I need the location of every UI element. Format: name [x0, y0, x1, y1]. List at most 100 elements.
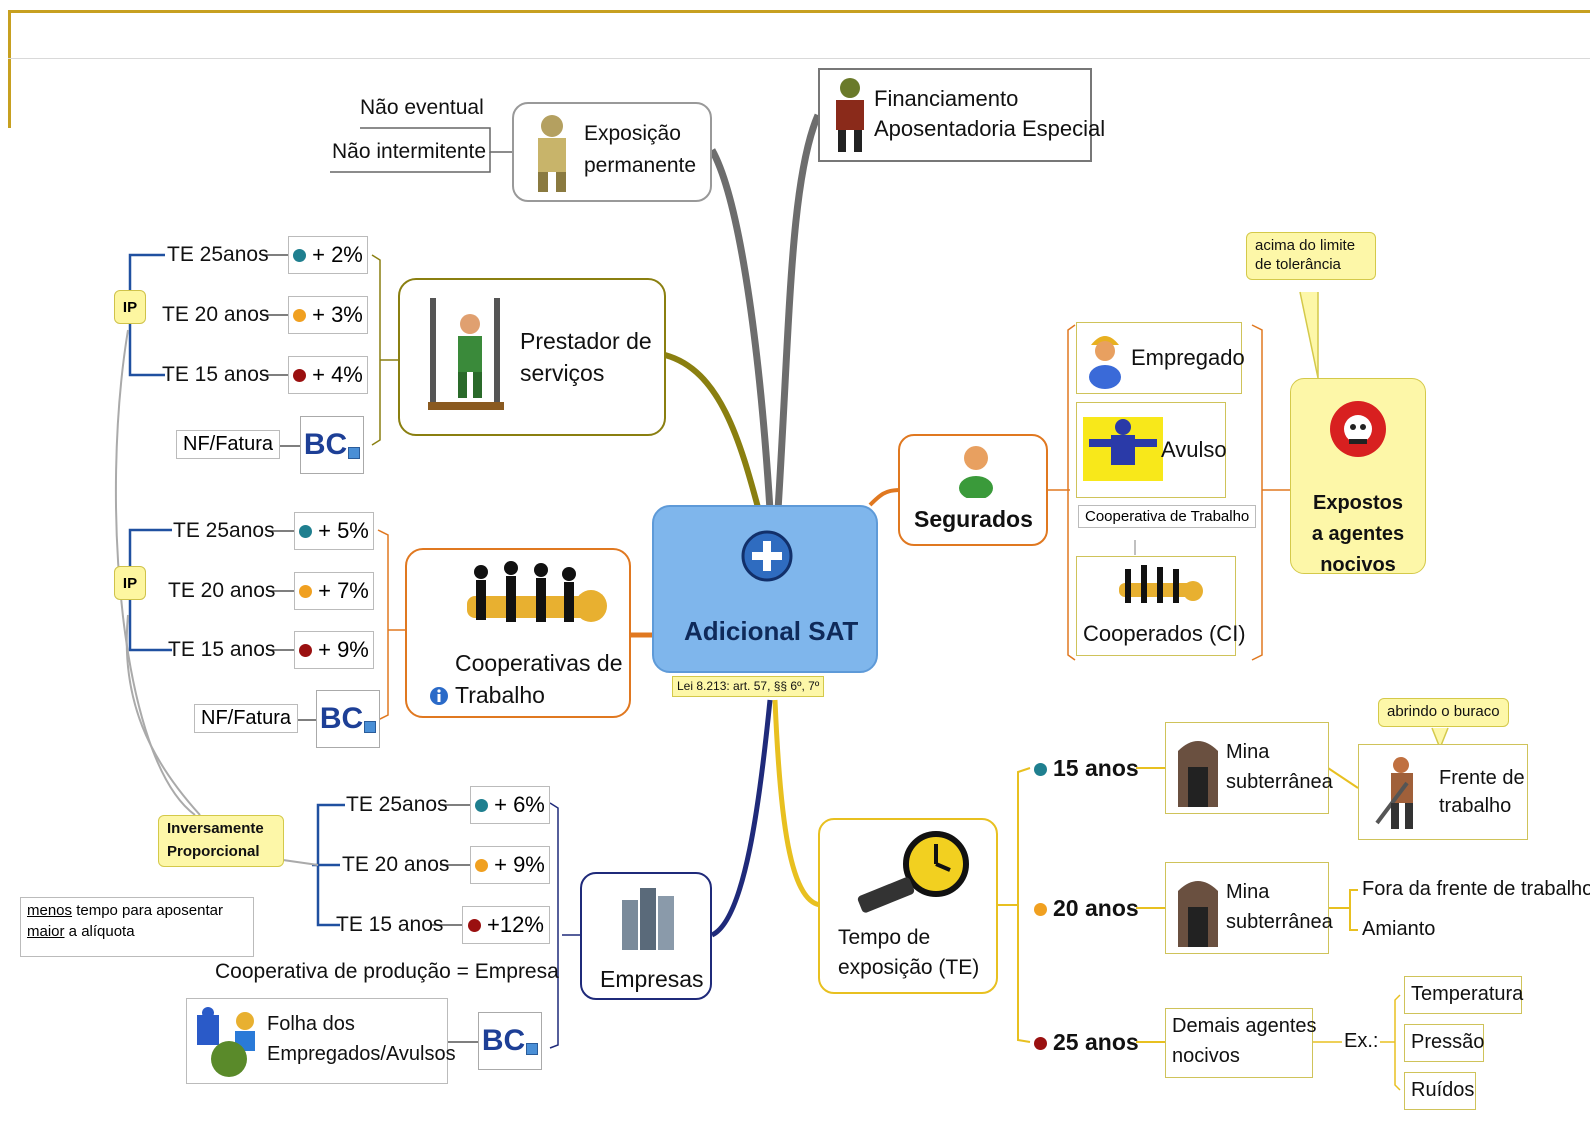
- cooperados-box[interactable]: Cooperados (CI): [1076, 556, 1246, 656]
- link-center-tempo: [772, 699, 821, 908]
- cooperativas-te15: TE 15 anos: [168, 638, 276, 661]
- tempo-line2: exposição (TE): [838, 956, 980, 979]
- note-rest1: tempo para aposentar: [72, 902, 223, 919]
- prestador-pct-15: + 4%: [288, 356, 368, 394]
- expostos-node[interactable]: Expostos a agentes nocivos: [1290, 378, 1426, 576]
- anos-label: 20 anos: [1053, 895, 1139, 921]
- inversamente-line2: Proporcional: [167, 842, 260, 860]
- folha-box: Folha dos Empregados/Avulsos: [186, 998, 456, 1084]
- worker-helmet-icon: [1089, 336, 1121, 389]
- financiamento-node[interactable]: Financiamento Aposentadoria Especial: [818, 68, 1105, 162]
- demais-agentes-box[interactable]: Demais agentes nocivos: [1165, 1008, 1317, 1078]
- abrindo-callout: abrindo o buraco: [1378, 698, 1509, 727]
- red-dot: [293, 368, 307, 382]
- stopwatch-flashlight-icon: [857, 831, 969, 913]
- prestador-ip-tag: IP: [114, 290, 146, 324]
- inversamente-line1: Inversamente: [167, 820, 264, 837]
- folha-line2: Empregados/Avulsos: [267, 1043, 456, 1065]
- folha-line1: Folha dos: [267, 1013, 355, 1035]
- bc-label: BC: [319, 702, 364, 735]
- orange-dot: [1034, 903, 1047, 916]
- frente-line1: Frente de: [1439, 767, 1525, 789]
- financiamento-line2: Aposentadoria Especial: [874, 116, 1106, 141]
- empresas-te25: TE 25anos: [346, 793, 448, 816]
- people-key-icon: [467, 561, 607, 622]
- empresas-title: Empresas: [600, 966, 704, 992]
- empregado-box[interactable]: Empregado: [1076, 322, 1245, 394]
- avulso-box[interactable]: Avulso: [1076, 402, 1227, 498]
- teal-dot: [299, 524, 313, 538]
- empregado-label: Empregado: [1131, 345, 1245, 370]
- expostos-line3: nocivos: [1320, 554, 1396, 576]
- prestador-pct-20: + 3%: [288, 296, 368, 334]
- mina-box-15[interactable]: Mina subterrânea: [1165, 722, 1333, 814]
- prestador-node[interactable]: Prestador de serviços: [398, 278, 666, 436]
- empresas-pct-25: + 6%: [470, 786, 550, 824]
- pct-value: + 7%: [318, 578, 369, 603]
- hazmat-worker-icon: [538, 115, 566, 192]
- tempo-line1: Tempo de: [838, 926, 931, 949]
- tempo-20-anos: 20 anos: [1034, 895, 1139, 921]
- teal-dot: [475, 798, 489, 812]
- tempo-25-anos: 25 anos: [1034, 1029, 1139, 1055]
- exposicao-node[interactable]: Exposição permanente: [512, 102, 712, 202]
- segurados-node[interactable]: Segurados: [898, 434, 1048, 546]
- segurados-title: Segurados: [914, 506, 1033, 532]
- plus-icon: [741, 530, 793, 582]
- cooperativas-nf-fatura: NF/Fatura: [194, 704, 299, 733]
- pct-value: + 2%: [312, 242, 363, 267]
- frente-trabalho-box[interactable]: Frente de trabalho: [1358, 744, 1528, 840]
- temperatura-box: Temperatura: [1404, 976, 1523, 1014]
- frente-line2: trabalho: [1439, 795, 1512, 817]
- ruidos-box: Ruídos: [1404, 1072, 1476, 1110]
- slide-frame-left: [8, 10, 11, 128]
- empresas-node[interactable]: Empresas: [580, 872, 712, 1000]
- orange-dot: [293, 308, 307, 322]
- expostos-callout: acima do limite de tolerância: [1246, 232, 1376, 280]
- buildings-icon: [622, 888, 674, 950]
- link-center-financiamento: [774, 113, 822, 511]
- demais-line1: Demais agentes: [1172, 1015, 1317, 1037]
- anos-label: 15 anos: [1053, 755, 1139, 781]
- red-dot: [299, 643, 313, 657]
- pct-value: + 9%: [318, 637, 369, 662]
- cooperados-label: Cooperados (CI): [1083, 621, 1246, 646]
- amianto: Amianto: [1362, 918, 1436, 940]
- pct-value: +12%: [487, 912, 544, 937]
- cooperativas-pct-15: + 9%: [294, 631, 374, 669]
- prestador-te20: TE 20 anos: [162, 303, 270, 326]
- prestador-nf-fatura: NF/Fatura: [176, 430, 281, 459]
- skull-lifebuoy-icon: [1330, 401, 1386, 457]
- note-maior: maior: [27, 923, 65, 940]
- cooperativas-node[interactable]: Cooperativas de Trabalho: [405, 548, 631, 718]
- mina-box-20[interactable]: Mina subterrânea: [1165, 862, 1333, 954]
- mine-icon: [1178, 881, 1218, 947]
- inversamente-note: menos tempo para aposentar maior a alíqu…: [20, 897, 254, 957]
- link-center-prestador: [664, 352, 763, 516]
- dockworker-icon: [1083, 417, 1163, 481]
- note-rest2: a alíquota: [64, 923, 135, 940]
- ruidos-label: Ruídos: [1411, 1079, 1475, 1101]
- orange-dot: [475, 858, 489, 872]
- pct-value: + 3%: [312, 302, 363, 327]
- fora-frente-trabalho: Fora da frente de trabalho: [1362, 878, 1590, 900]
- pressao-label: Pressão: [1411, 1031, 1485, 1053]
- worker-icon: [836, 78, 864, 152]
- center-node[interactable]: Adicional SAT: [652, 505, 878, 673]
- demais-line2: nocivos: [1172, 1045, 1240, 1067]
- cooperativas-line2: Trabalho: [455, 682, 545, 708]
- note-menos: menos: [27, 902, 73, 919]
- pressao-box: Pressão: [1404, 1024, 1484, 1062]
- law-reference: Lei 8.213: art. 57, §§ 6º, 7º: [672, 676, 825, 697]
- people-money-icon: [197, 1007, 255, 1077]
- prestador-pct-25: + 2%: [288, 236, 368, 274]
- tempo-node[interactable]: Tempo de exposição (TE): [818, 818, 998, 994]
- pct-value: + 9%: [494, 852, 545, 877]
- red-dot: [1034, 1037, 1047, 1050]
- cooperativa-producao: Cooperativa de produção = Empresa: [215, 960, 559, 983]
- link-center-segurados: [868, 488, 901, 507]
- avulso-label: Avulso: [1161, 437, 1227, 462]
- empresas-pct-15: +12%: [462, 906, 550, 944]
- cooperativas-te20: TE 20 anos: [168, 579, 276, 602]
